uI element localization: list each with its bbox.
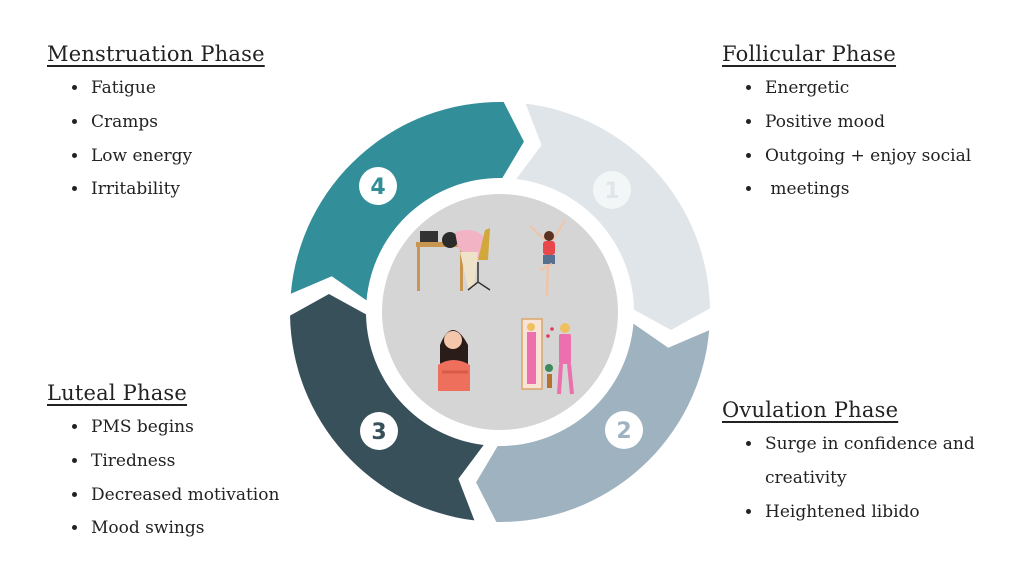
phase-number-4: 4 bbox=[370, 175, 385, 200]
segment-menstruation bbox=[290, 101, 524, 301]
list-item: meetings bbox=[763, 173, 971, 207]
list-item: Positive mood bbox=[763, 106, 971, 140]
luteal-phase-block: Luteal Phase PMS begins Tiredness Decrea… bbox=[47, 381, 279, 546]
list-item: Cramps bbox=[89, 106, 265, 140]
phase-1-badge: 1 bbox=[593, 171, 631, 209]
ovulation-phase-title: Ovulation Phase bbox=[722, 398, 899, 422]
list-item: Irritability bbox=[89, 173, 265, 207]
list-item: Decreased motivation bbox=[89, 479, 279, 513]
luteal-symptoms-list: PMS begins Tiredness Decreased motivatio… bbox=[47, 411, 279, 546]
phase-number-1: 1 bbox=[604, 179, 619, 204]
energetic-woman-illustration bbox=[529, 219, 566, 297]
ovulation-phase-block: Ovulation Phase Surge in confidence and … bbox=[722, 398, 1009, 529]
moody-woman-illustration bbox=[438, 330, 470, 391]
segment-luteal bbox=[290, 294, 484, 521]
follicular-symptoms-list: Energetic Positive mood Outgoing + enjoy… bbox=[722, 72, 971, 207]
list-item: Mood swings bbox=[89, 512, 279, 546]
segment-follicular bbox=[516, 103, 710, 330]
segment-ovulation bbox=[476, 323, 710, 522]
phase-number-3: 3 bbox=[371, 420, 386, 445]
menstruation-phase-block: Menstruation Phase Fatigue Cramps Low en… bbox=[47, 42, 265, 207]
tired-woman-at-desk-illustration bbox=[416, 228, 491, 291]
follicular-phase-block: Follicular Phase Energetic Positive mood… bbox=[722, 42, 971, 207]
list-item: Heightened libido bbox=[763, 496, 1009, 530]
list-item: Tiredness bbox=[89, 445, 279, 479]
list-item: Energetic bbox=[763, 72, 971, 106]
follicular-phase-title: Follicular Phase bbox=[722, 42, 897, 66]
list-item: Low energy bbox=[89, 140, 265, 174]
phase-4-badge: 4 bbox=[359, 167, 397, 205]
ovulation-symptoms-list: Surge in confidence and creativity Heigh… bbox=[722, 428, 1009, 529]
phase-2-badge: 2 bbox=[605, 411, 643, 449]
list-item: Surge in confidence and creativity bbox=[763, 428, 1009, 496]
center-illustration-circle bbox=[382, 194, 618, 430]
menstruation-phase-title: Menstruation Phase bbox=[47, 42, 265, 66]
luteal-phase-title: Luteal Phase bbox=[47, 381, 188, 405]
list-item: Fatigue bbox=[89, 72, 265, 106]
phase-number-2: 2 bbox=[616, 419, 631, 444]
confident-woman-mirror-illustration bbox=[521, 318, 574, 395]
list-item: Outgoing + enjoy social bbox=[763, 140, 971, 174]
phase-3-badge: 3 bbox=[360, 412, 398, 450]
menstruation-symptoms-list: Fatigue Cramps Low energy Irritability bbox=[47, 72, 265, 207]
list-item: PMS begins bbox=[89, 411, 279, 445]
